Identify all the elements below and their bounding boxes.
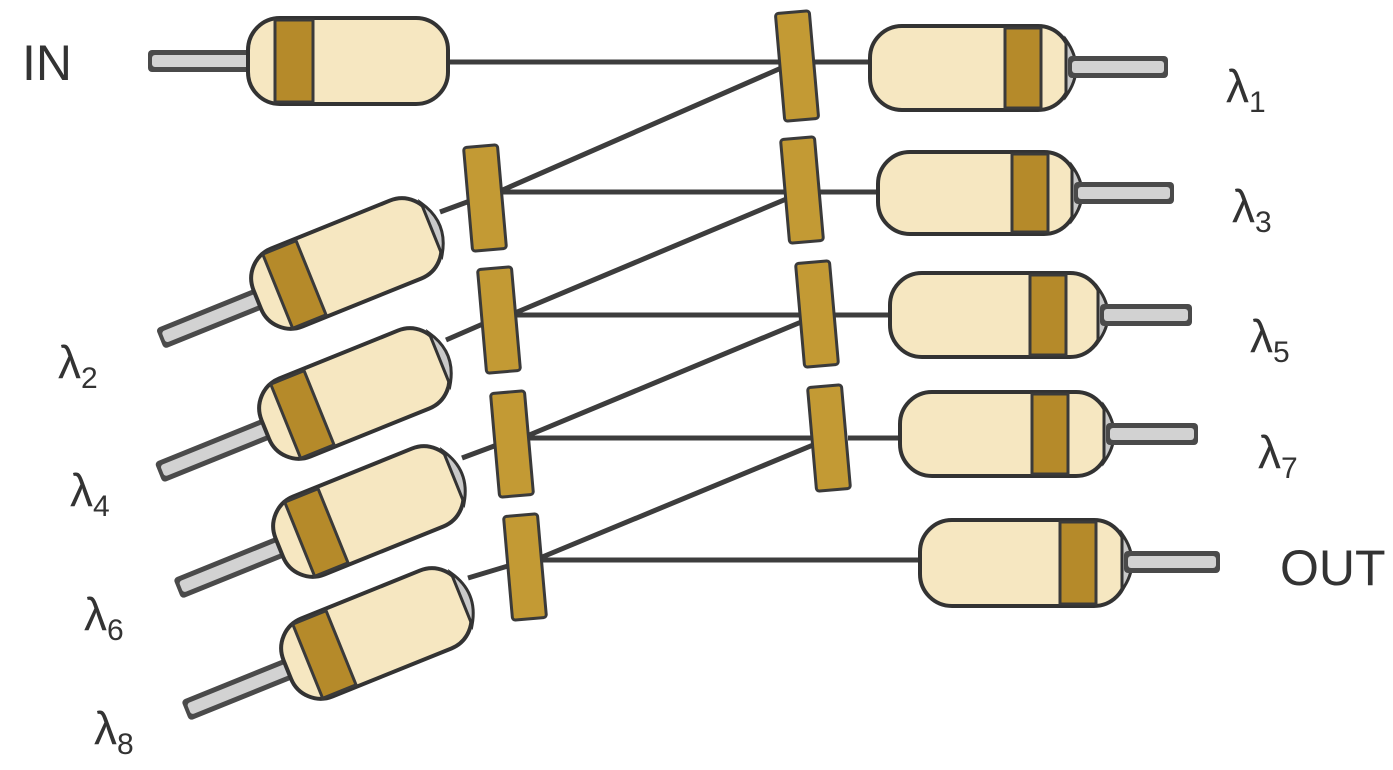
filter-6	[476, 265, 522, 375]
collimator-in-4	[155, 326, 453, 482]
collimator-out-1	[868, 24, 1168, 112]
filter-1	[774, 9, 820, 123]
label-lambda-5: λ5	[1250, 310, 1290, 369]
fiber-cross-1	[496, 59, 797, 195]
label-lambda-4: λ4	[70, 464, 110, 523]
filter-7	[489, 389, 535, 499]
filter-5	[462, 143, 508, 253]
label-lambda-7: λ7	[1258, 426, 1298, 485]
collimator-in-2	[157, 196, 445, 348]
filter-3	[794, 259, 840, 369]
collimator-out	[918, 518, 1220, 608]
label-lambda-6: λ6	[84, 588, 124, 647]
filter-4	[806, 383, 852, 493]
filters	[462, 9, 852, 622]
collimator-out-7	[898, 390, 1198, 478]
collimator-out-3	[876, 150, 1174, 236]
filter-2	[779, 135, 825, 245]
label-lambda-8: λ8	[94, 702, 134, 761]
label-lambda-1: λ1	[1226, 60, 1266, 119]
label-lambda-3: λ3	[1232, 180, 1272, 239]
label-in: IN	[22, 35, 72, 91]
filter-8	[502, 512, 548, 622]
label-out: OUT	[1280, 540, 1386, 596]
label-lambda-2: λ2	[58, 336, 98, 395]
collimator-out-5	[888, 271, 1192, 359]
fiber-cross-4	[534, 435, 831, 563]
fiber-cross-3	[521, 312, 819, 441]
collimator-in	[148, 16, 450, 106]
fiber-cross-2	[509, 189, 804, 318]
collimator-in-6	[174, 444, 467, 598]
collimator-in-8	[182, 566, 475, 720]
